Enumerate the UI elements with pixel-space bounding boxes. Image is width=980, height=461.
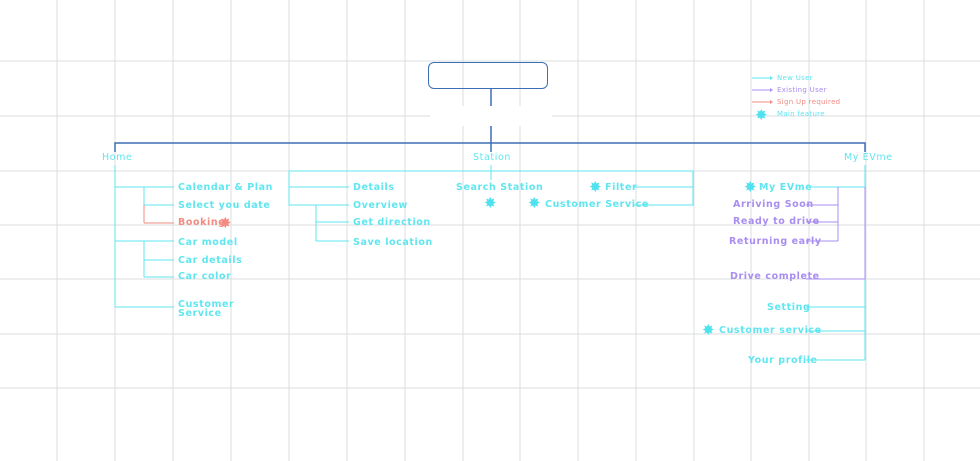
home-customer-service-line2: Service: [178, 308, 222, 319]
station-search-station: Search Station: [456, 182, 544, 193]
station-customer-service-star-icon: ✸: [528, 194, 541, 212]
my-evme-customer-service: Customer service: [719, 325, 822, 336]
my-evme-customer-service-star-icon: ✸: [702, 321, 715, 339]
my-evme-drive-complete: Drive complete: [730, 271, 820, 282]
home-calendar-plan: Calendar & Plan: [178, 182, 274, 193]
search-station-star-icon: ✸: [484, 194, 497, 212]
my-evme-star-icon: ✸: [744, 178, 757, 196]
home-car-details: Car details: [178, 255, 243, 266]
legend-main-feature: Main feature: [777, 110, 825, 118]
legend-existing-user: Existing User: [777, 86, 827, 94]
home-select-date: Select you date: [178, 200, 271, 211]
home-title: Home: [102, 152, 133, 163]
my-evme-title: My EVme: [844, 152, 893, 163]
home-car-color: Car color: [178, 271, 232, 282]
my-evme-item: My EVme: [759, 182, 813, 193]
station-get-direction: Get direction: [353, 217, 431, 228]
station-details: Details: [353, 182, 395, 193]
station-save-location: Save location: [353, 237, 433, 248]
home-customer-service-line1: Customer: [178, 299, 235, 310]
main-feature-star-icon: ✸: [755, 106, 768, 124]
my-evme-returning-early: Returning early: [729, 236, 822, 247]
filter-star-icon: ✸: [589, 178, 602, 196]
home-booking: Booking: [178, 217, 226, 228]
my-evme-setting: Setting: [767, 302, 811, 313]
legend-new-user: New User: [777, 74, 813, 82]
home-car-model: Car model: [178, 237, 238, 248]
root-node: [428, 62, 548, 89]
my-evme-ready-to-drive: Ready to drive: [733, 216, 820, 227]
booking-star-icon: ✸: [219, 214, 232, 232]
station-title: Station: [473, 152, 511, 163]
station-overview: Overview: [353, 200, 408, 211]
my-evme-arriving-soon: Arriving Soon: [733, 199, 814, 210]
station-filter: Filter: [605, 182, 638, 193]
station-customer-service: Customer Service: [545, 199, 649, 210]
legend-signup-required: Sign Up required: [777, 98, 841, 106]
my-evme-your-profile: Your profile: [748, 355, 818, 366]
